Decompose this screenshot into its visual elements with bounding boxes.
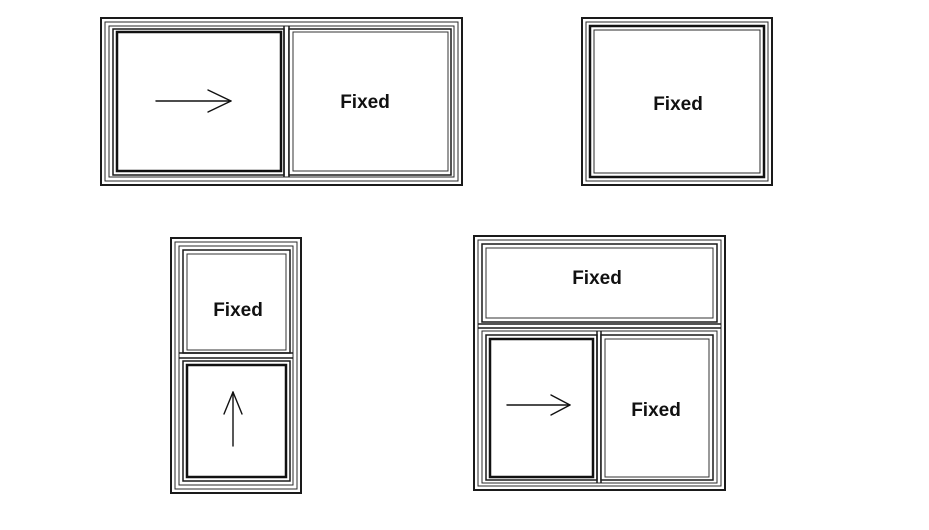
operable-sash-left [112, 28, 285, 176]
fixed-label: Fixed [631, 400, 681, 421]
pane-glass [186, 253, 287, 351]
operable-sash-left [485, 334, 598, 481]
fixed-pane-right: Fixed [288, 28, 452, 176]
pane-glass [588, 24, 766, 179]
sash-glass [185, 363, 288, 479]
pane-glass [485, 247, 714, 319]
fixed-label: Fixed [572, 268, 622, 289]
slide-right-arrow-icon [506, 394, 571, 416]
single-hung-window-bottom-left: Fixed [170, 237, 302, 494]
sash-glass [488, 337, 595, 479]
fixed-label: Fixed [653, 94, 703, 115]
pane-frame [481, 243, 718, 323]
picture-window-top-right: Fixed [581, 17, 773, 186]
pane-frame [288, 28, 452, 176]
lower-frame-line [481, 330, 718, 484]
sliding-window-with-transom-bottom-right: Fixed Fixed [473, 235, 726, 491]
pane-glass [292, 31, 449, 172]
slide-up-arrow-icon [223, 391, 243, 447]
pane-frame [600, 334, 714, 481]
slide-right-arrow-icon [155, 89, 232, 113]
transom-fixed-pane: Fixed [481, 243, 718, 323]
frame-line [104, 21, 459, 182]
pane-frame [182, 249, 291, 354]
operable-sash-bottom [182, 360, 291, 482]
fixed-pane-top: Fixed [182, 249, 291, 354]
pane-inner-line [593, 29, 761, 174]
fixed-label: Fixed [340, 92, 390, 113]
frame-line [477, 239, 722, 487]
frame-line [178, 245, 294, 486]
pane-glass [604, 338, 710, 478]
fixed-pane-right: Fixed [600, 334, 714, 481]
frame-line [108, 25, 455, 178]
frame-line [174, 241, 298, 490]
fixed-label: Fixed [213, 300, 263, 321]
frame-line [585, 21, 769, 182]
sliding-window-top-left: Fixed [100, 17, 463, 186]
